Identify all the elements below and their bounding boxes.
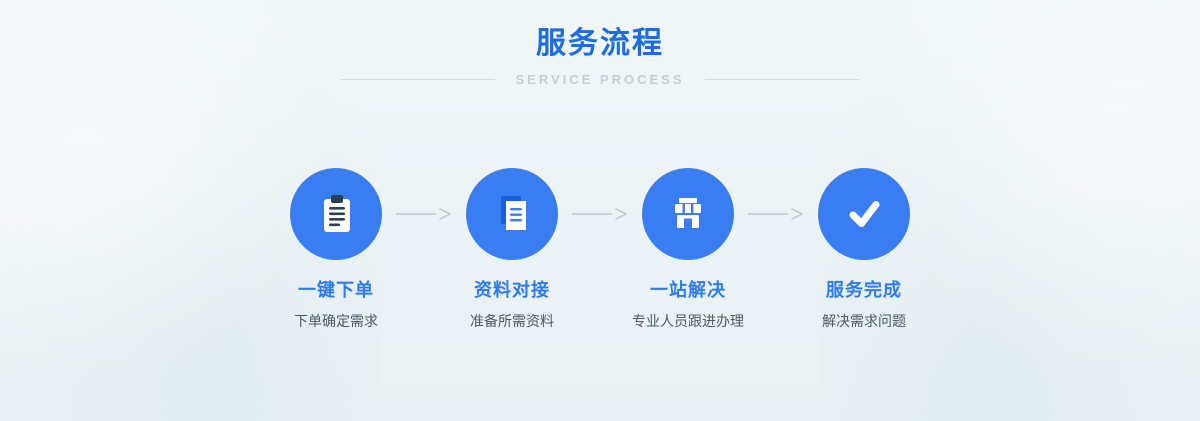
step-circle bbox=[466, 168, 558, 260]
step-desc: 解决需求问题 bbox=[822, 313, 906, 329]
step-desc: 专业人员跟进办理 bbox=[632, 313, 744, 329]
section-subtitle-row: SERVICE PROCESS bbox=[0, 72, 1200, 87]
arrow-right-icon bbox=[572, 207, 628, 221]
documents-icon bbox=[501, 196, 526, 230]
arrow-right-icon bbox=[396, 208, 451, 220]
step-title: 资料对接 bbox=[474, 280, 550, 300]
step-title: 一站解决 bbox=[650, 280, 726, 300]
clipboard-icon bbox=[324, 195, 350, 232]
step-desc: 准备所需资料 bbox=[470, 313, 554, 329]
storefront-icon bbox=[675, 198, 701, 228]
arrow-right-icon bbox=[748, 207, 804, 221]
step-circle bbox=[642, 168, 734, 260]
divider-line-right bbox=[704, 79, 860, 80]
step-material-docking: 资料对接 准备所需资料 bbox=[452, 168, 572, 331]
step-one-stop-solution: 一站解决 专业人员跟进办理 bbox=[628, 168, 748, 331]
checkmark-icon bbox=[849, 201, 880, 227]
section-subtitle: SERVICE PROCESS bbox=[515, 72, 685, 87]
step-one-click-order: 一键下单 下单确定需求 bbox=[276, 168, 396, 331]
step-desc: 下单确定需求 bbox=[294, 313, 378, 329]
step-circle bbox=[290, 168, 382, 260]
process-steps: 一键下单 下单确定需求 资料对接 准备所需资料 bbox=[0, 168, 1200, 331]
section-header: 服务流程 SERVICE PROCESS bbox=[0, 0, 1200, 87]
step-circle bbox=[818, 168, 910, 260]
step-title: 一键下单 bbox=[298, 280, 374, 300]
arrow-right-icon bbox=[572, 208, 627, 220]
step-title: 服务完成 bbox=[826, 280, 902, 300]
section-title: 服务流程 bbox=[536, 27, 664, 60]
divider-line-left bbox=[340, 79, 496, 80]
step-service-complete: 服务完成 解决需求问题 bbox=[804, 168, 924, 331]
arrow-right-icon bbox=[396, 207, 452, 221]
arrow-right-icon bbox=[748, 208, 803, 220]
